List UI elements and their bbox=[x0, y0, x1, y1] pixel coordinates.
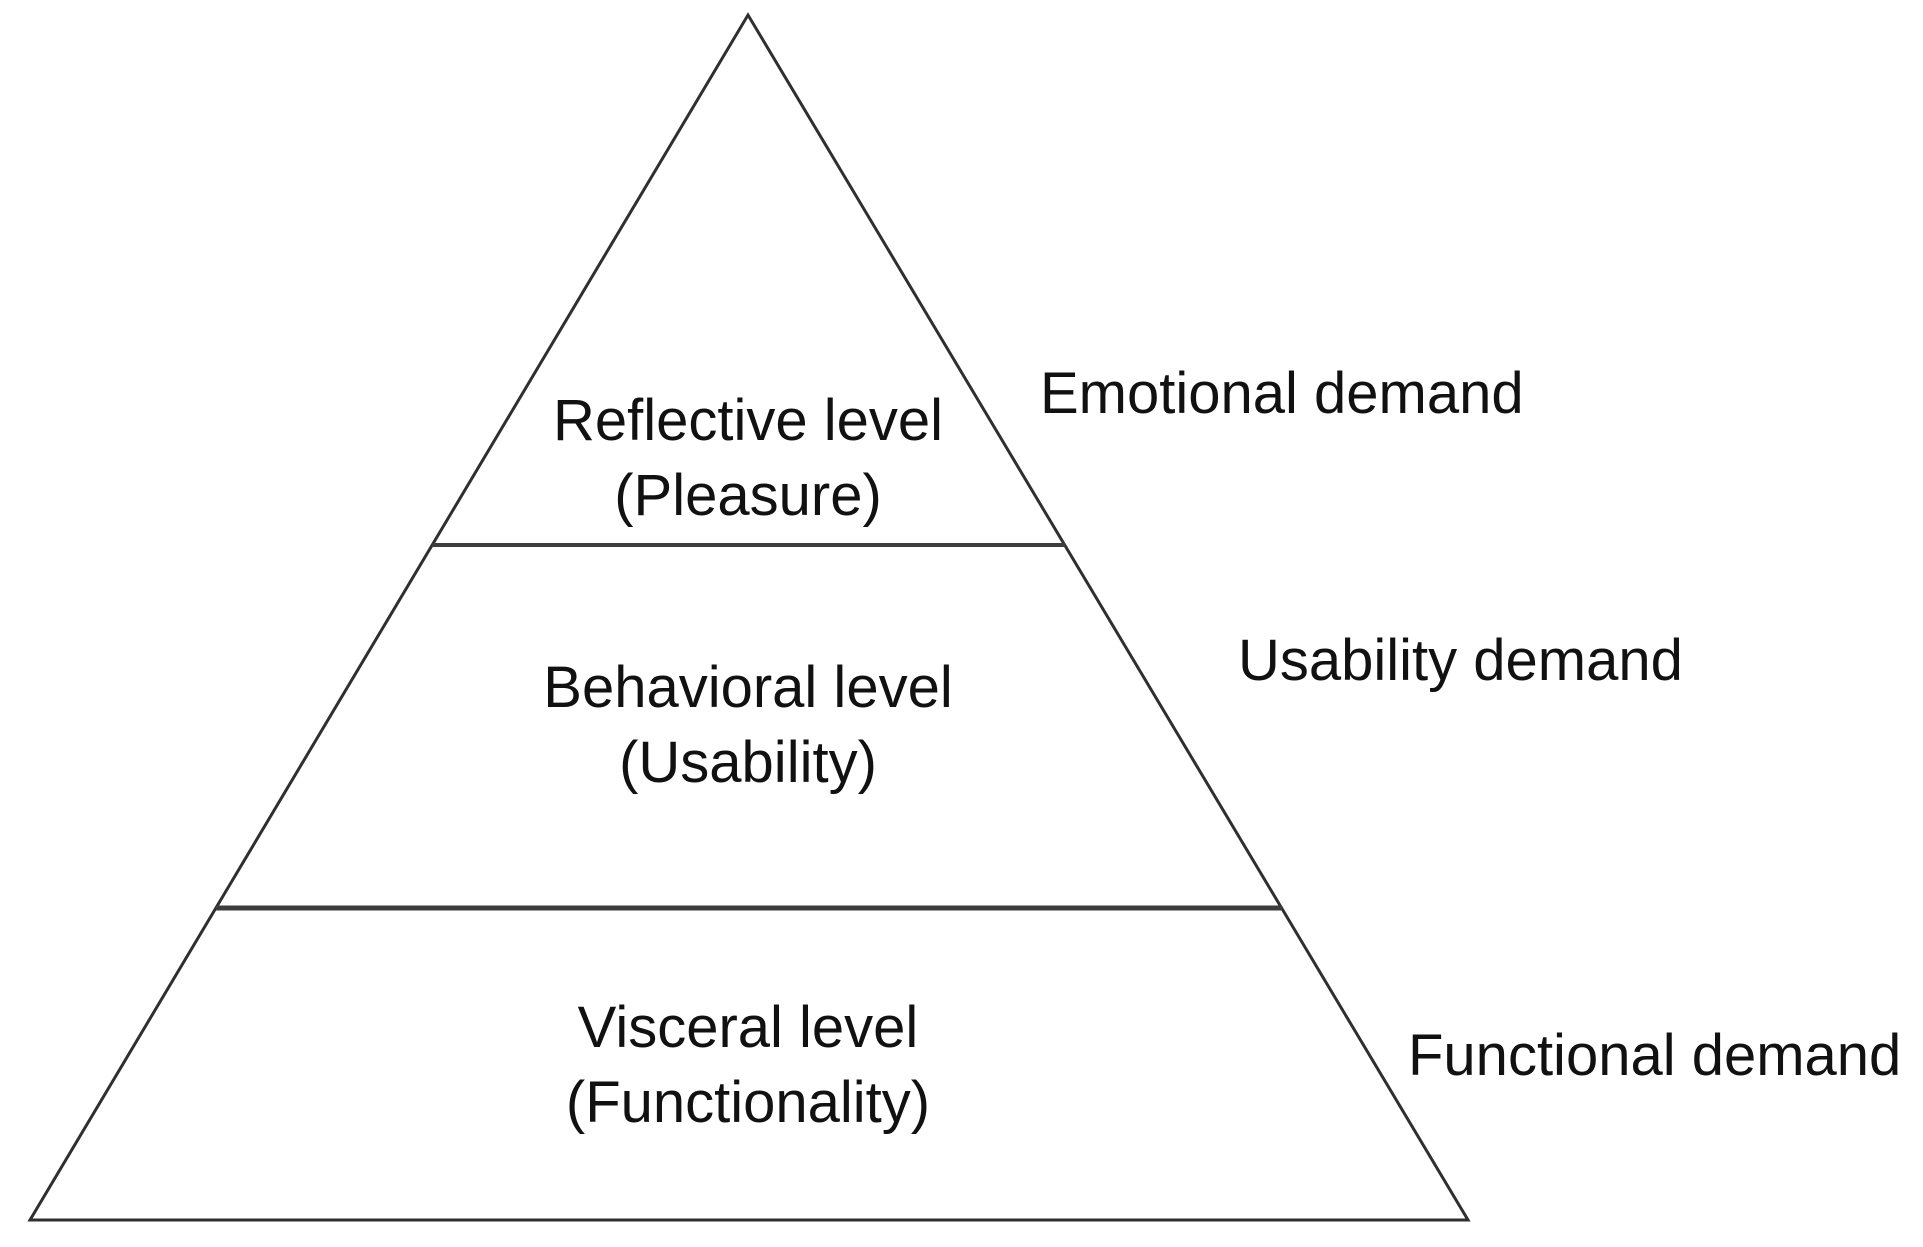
pyramid-outline bbox=[27, 12, 1471, 1222]
level-behavioral-label: Behavioral level (Usability) bbox=[543, 650, 952, 800]
level-reflective-title: Reflective level bbox=[552, 388, 944, 453]
level-behavioral-title: Behavioral level bbox=[543, 655, 953, 720]
level-reflective-label: Reflective level (Pleasure) bbox=[553, 383, 943, 533]
level-behavioral-subtitle: (Usability) bbox=[619, 730, 877, 795]
level-visceral-subtitle: (Functionality) bbox=[565, 1070, 931, 1135]
demand-functional-label: Functional demand bbox=[1408, 1023, 1902, 1088]
level-visceral-title: Visceral level bbox=[577, 995, 919, 1060]
level-reflective-subtitle: (Pleasure) bbox=[614, 463, 882, 528]
level-visceral-label: Visceral level (Functionality) bbox=[566, 990, 930, 1140]
demand-emotional-label: Emotional demand bbox=[1040, 361, 1524, 426]
demand-usability-label: Usability demand bbox=[1238, 628, 1683, 693]
